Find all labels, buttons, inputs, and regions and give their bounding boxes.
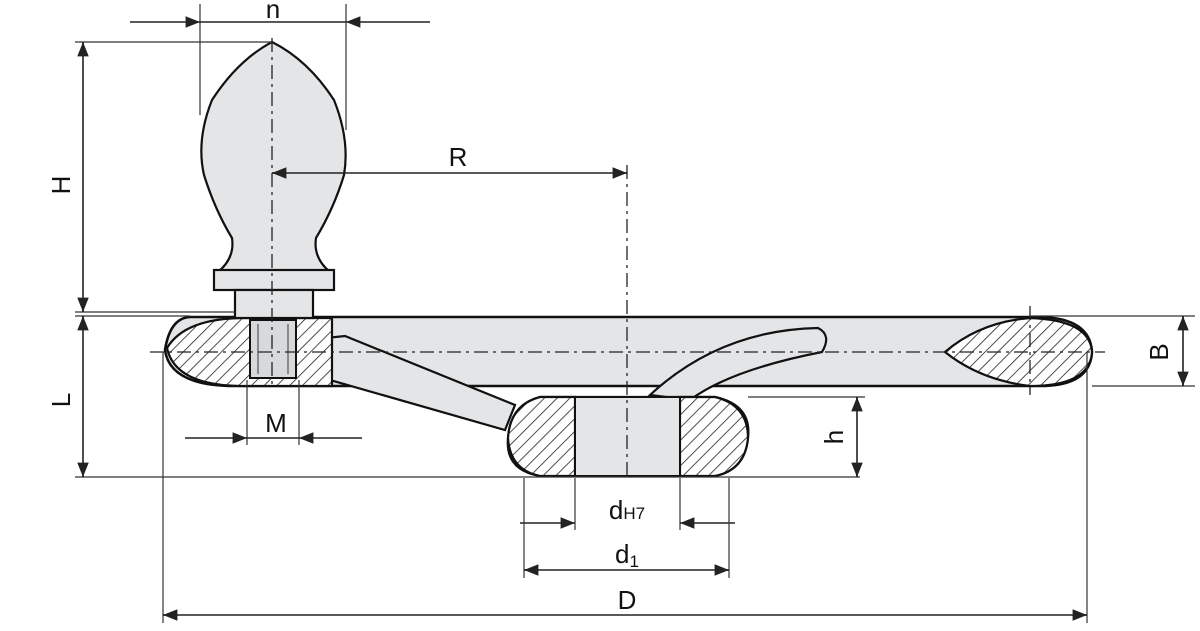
dim-H: H: [46, 41, 272, 313]
dim-L: L: [46, 315, 860, 478]
label-D: D: [618, 585, 637, 615]
label-H: H: [46, 176, 76, 195]
dim-n: n: [130, 0, 430, 130]
handle-stud: [233, 288, 315, 320]
label-R: R: [449, 142, 468, 172]
label-L: L: [46, 393, 76, 407]
dim-R: R: [272, 142, 627, 179]
handle-collar: [212, 268, 336, 292]
label-M: M: [265, 408, 287, 438]
label-n: n: [266, 0, 280, 24]
label-B: B: [1144, 343, 1174, 360]
dim-M: M: [185, 380, 362, 445]
label-d1: d1: [615, 539, 639, 571]
thread-hole: [249, 319, 297, 379]
label-h: h: [819, 430, 849, 444]
handle-grip: [200, 40, 347, 289]
spoke-upper: [647, 326, 828, 402]
wheel-body: [163, 306, 1094, 478]
handle: [200, 38, 347, 385]
hub-section-right: [678, 395, 750, 478]
dim-h: h: [748, 396, 865, 477]
hub-section-left: [506, 395, 577, 478]
dim-B: B: [1030, 315, 1195, 387]
dim-d-H7: dH7: [520, 478, 735, 530]
dim-d1: d1: [523, 478, 730, 578]
label-d-H7: dH7: [609, 495, 645, 525]
dim-D: D: [162, 352, 1088, 623]
